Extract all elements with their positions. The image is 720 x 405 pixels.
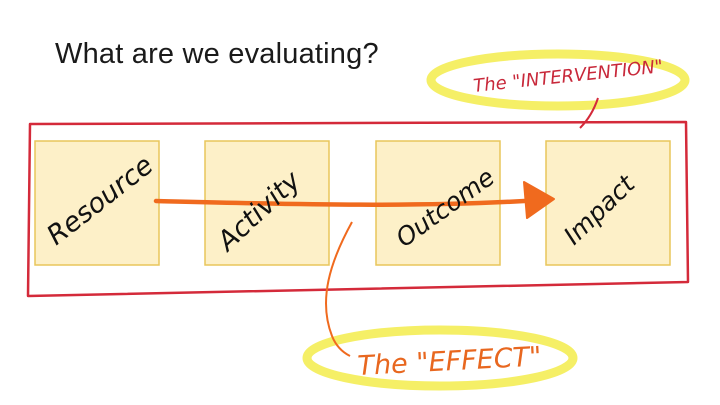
effect-arrow-line (153, 197, 543, 207)
box-impact (545, 140, 671, 266)
effect-connector (325, 221, 353, 357)
slide-title: What are we evaluating? (55, 38, 379, 70)
intervention-connector (579, 97, 599, 129)
effect-highlight (302, 325, 578, 391)
intervention-highlight (426, 49, 690, 111)
intervention-frame (26, 120, 690, 298)
intervention-annotation: The "INTERVENTION" (472, 56, 664, 97)
effect-annotation: The "EFFECT" (357, 341, 543, 382)
effect-arrow-head (523, 181, 555, 219)
